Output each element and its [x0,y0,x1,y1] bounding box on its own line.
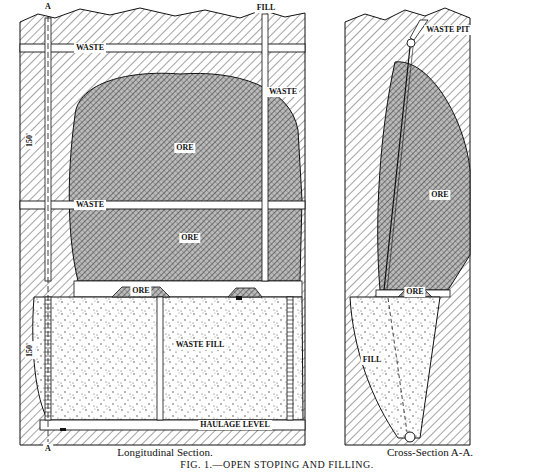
ladder-rung [287,300,293,301]
ladder-rung [287,328,293,329]
ladder-rung [287,376,293,377]
ladder-rung [287,372,293,373]
ladder-rung [287,308,293,309]
drift-circle [407,39,415,47]
ladder-rung [287,348,293,349]
ore-label: ORE [174,143,195,153]
ladder-rung [45,392,51,393]
rock-hatching [20,8,305,445]
open-stope [74,281,302,297]
ladder-rung [45,384,51,385]
waste-label: WASTE [74,200,106,210]
waste-fill-label: WASTE FILL [174,340,227,350]
raise [384,47,410,290]
ore-muck-pile [228,288,262,297]
dimension-label: 150' [25,131,35,149]
section-mark: A [43,444,53,454]
ladder-rung [287,408,293,409]
ladder-rung [45,320,51,321]
raise [157,297,163,420]
haulage-level-label: HAULAGE LEVEL [198,420,272,430]
waste-pit-label: WASTE PIT [424,25,471,35]
raise [287,297,293,420]
ladder-rung [45,348,51,349]
rock-hatching [345,8,470,445]
ladder-rung [287,364,293,365]
haulage-drift-circle [405,432,415,442]
ladder-rung [287,396,293,397]
ore-label: ORE [404,287,425,297]
ladder-rung [287,416,293,417]
ladder-rung [287,412,293,413]
ladder-rung [287,368,293,369]
dimension-label: 150' [25,341,35,359]
ore-muck-pile [112,287,170,297]
ore-label: ORE [130,286,151,296]
ladder-rung [287,360,293,361]
ore-body [378,62,470,290]
ladder-rung [287,344,293,345]
ladder-rung [287,404,293,405]
fill-label: FILL [255,3,278,13]
ladder-rung [287,392,293,393]
haulage-level-drift [40,420,305,430]
ladder-rung [287,312,293,313]
figure-caption: FIG. 1.—OPEN STOPING AND FILLING. [180,459,373,471]
ore-label: ORE [429,190,450,200]
fill [350,297,440,438]
chute [236,296,242,300]
fill-raise [262,14,268,281]
fill-label: FILL [361,355,384,365]
subcaption: Longitudinal Section. [117,446,212,458]
subcaption: Cross-Section A-A. [387,446,473,458]
ladder-rung [287,320,293,321]
ladder-rung [287,336,293,337]
ladder-rung [287,332,293,333]
ladder-rung [287,356,293,357]
ladder-rung [287,340,293,341]
raise [387,47,413,290]
ladder-rung [287,316,293,317]
section-mark: A [43,2,53,12]
ladder-rung [287,388,293,389]
raise-in-fill [388,298,407,432]
chute [60,428,66,431]
waste-label: WASTE [74,43,106,53]
ladder-rung [287,400,293,401]
ladder-rung [45,312,51,313]
ladder-rung [287,384,293,385]
waste-label: WASTE [267,87,299,97]
ladder-rung [287,304,293,305]
ladder-rung [45,356,51,357]
ladder-rung [287,380,293,381]
ore-label: ORE [179,233,200,243]
section-line [48,16,49,442]
ladder-rung [287,324,293,325]
ladderway-raises [45,297,293,420]
ladder-rung [287,352,293,353]
waste-fill [33,297,303,420]
